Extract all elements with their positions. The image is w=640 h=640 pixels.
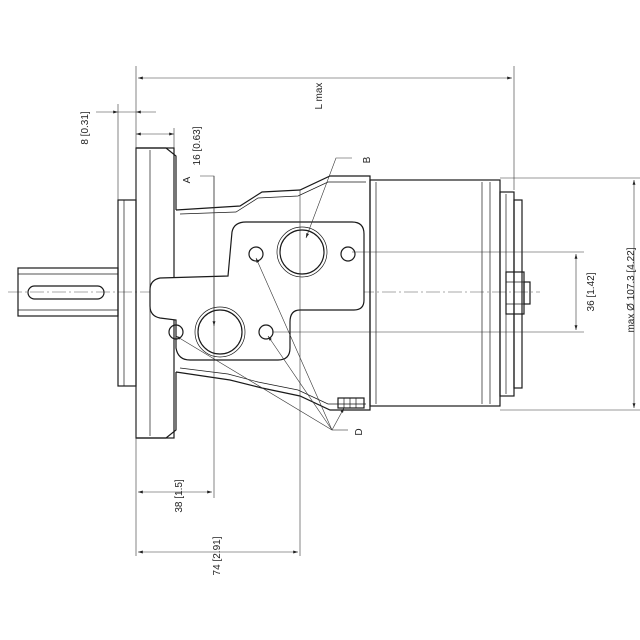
dim-port-b-axial: 74 [2.91]	[212, 536, 223, 575]
port-a-bore	[197, 309, 243, 355]
dim-flange-thickness: 8 [0.31]	[80, 111, 91, 145]
dim-port-spacing: 36 [1.42]	[586, 272, 597, 311]
label-drain: D	[354, 428, 365, 435]
shaft-key-slot	[27, 285, 105, 300]
port-leaders	[175, 157, 352, 431]
drain-port	[337, 397, 365, 409]
dim-housing-diameter: max Ø 107.3 [4.22]	[626, 247, 637, 332]
dim-port-a-axial: 38 [1.5]	[174, 479, 185, 513]
output-shaft	[17, 267, 119, 317]
dim-l-max: L max	[314, 83, 325, 110]
witness-lines	[117, 66, 640, 556]
port-b-bolt-right	[340, 246, 356, 262]
port-b-bore	[279, 229, 325, 275]
dimension-lines	[96, 76, 636, 554]
port-boss	[149, 221, 365, 361]
label-port-b: B	[362, 156, 373, 163]
end-cap-plug	[505, 271, 525, 315]
housing	[337, 179, 531, 409]
motor-body	[149, 175, 371, 411]
dim-port-a-offset: 16 [0.63]	[192, 126, 203, 165]
label-port-a: A	[182, 176, 193, 183]
